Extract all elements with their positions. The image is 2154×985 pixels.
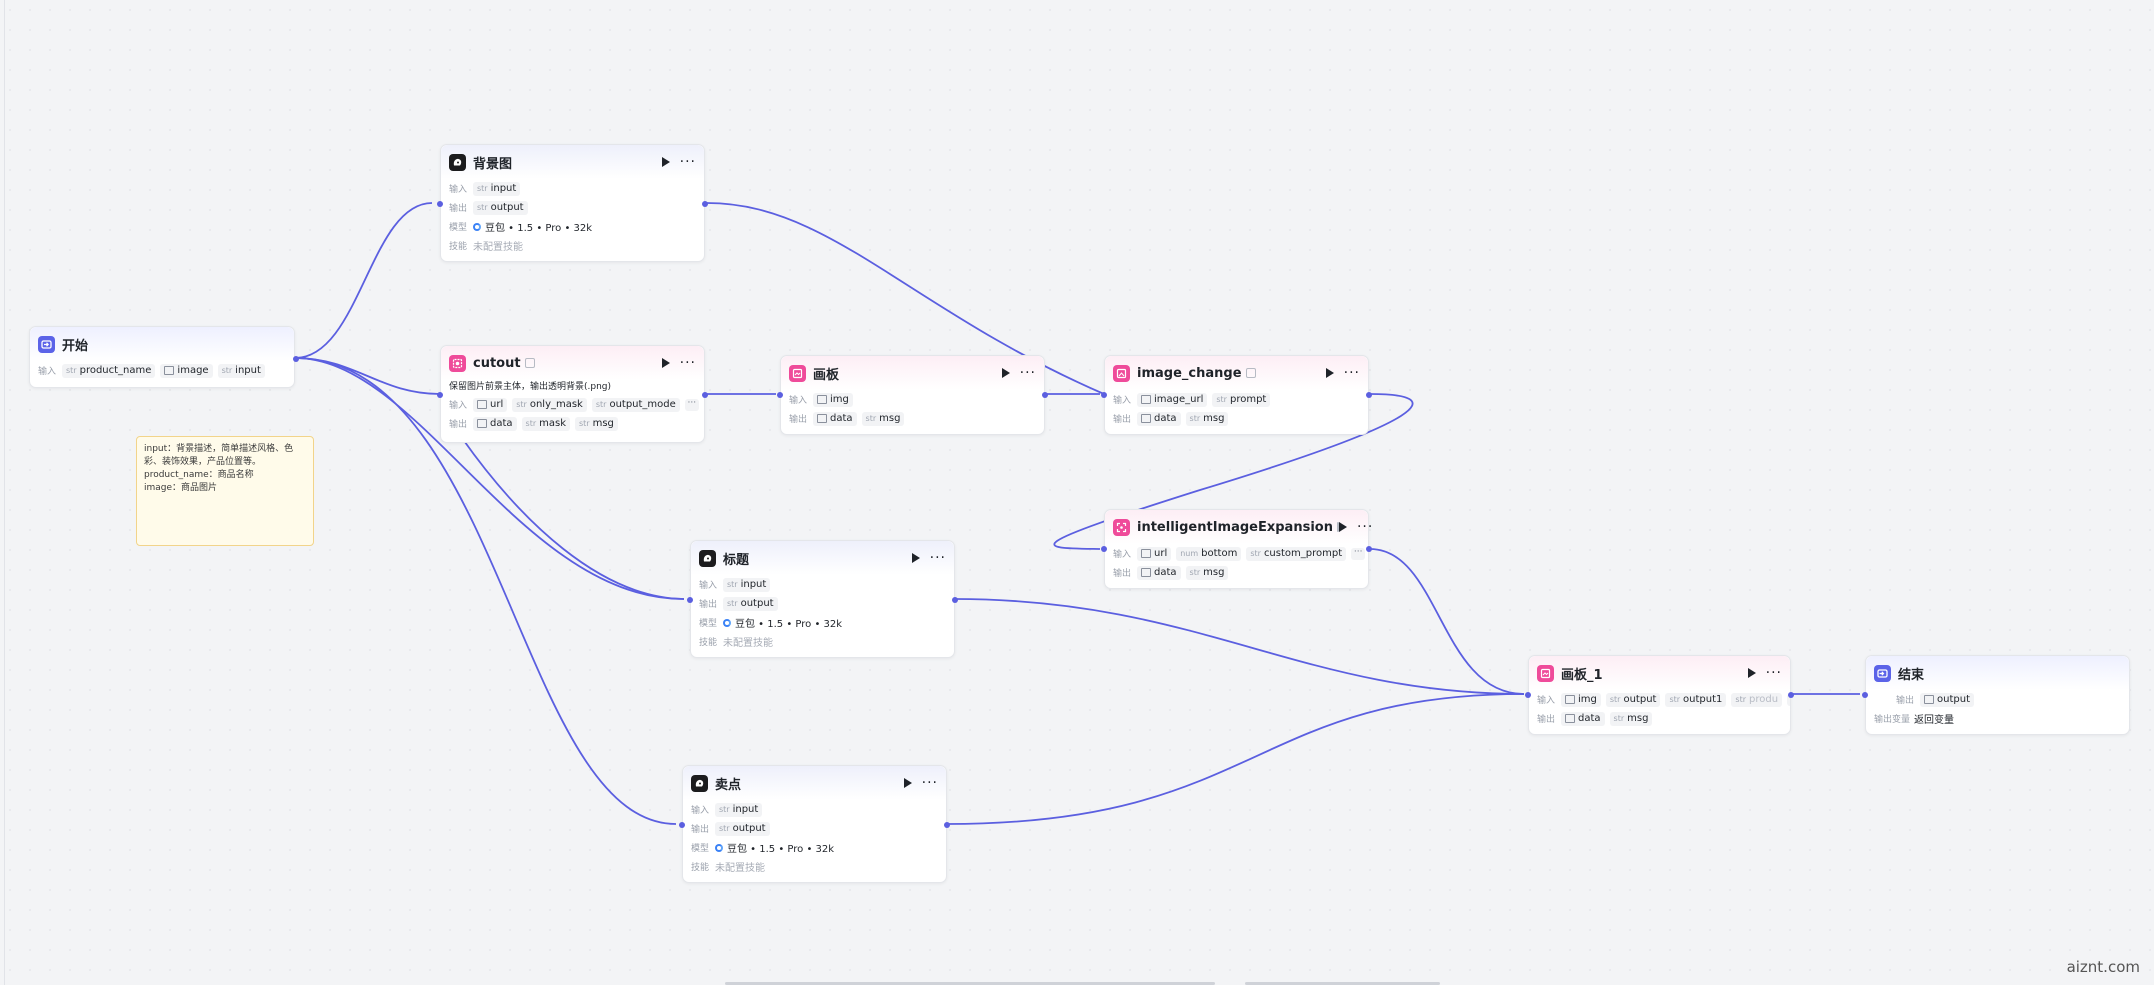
more-icon[interactable]: ··· xyxy=(679,154,696,170)
doubao-model-icon xyxy=(715,843,723,852)
output-port[interactable] xyxy=(944,822,950,828)
doc-icon[interactable] xyxy=(524,358,535,368)
horizontal-scrollbar[interactable] xyxy=(725,982,1215,985)
edge-start-bg[interactable] xyxy=(294,202,433,359)
board-icon xyxy=(1537,664,1554,682)
node-title: 卖点 xyxy=(715,777,742,793)
edge-headline-board1[interactable] xyxy=(954,598,1525,695)
node-title: intelligentImageExpansion xyxy=(1137,519,1333,535)
doc-icon[interactable] xyxy=(1245,368,1256,378)
more-inputs-icon[interactable]: ··· xyxy=(1351,547,1366,560)
input-port[interactable] xyxy=(1101,546,1107,552)
more-icon[interactable]: ··· xyxy=(1765,665,1782,681)
input-port[interactable] xyxy=(777,392,783,398)
llm-icon xyxy=(691,774,708,792)
output-port[interactable] xyxy=(1366,546,1372,552)
more-icon[interactable]: ··· xyxy=(921,775,938,791)
llm-icon xyxy=(699,549,716,567)
run-icon[interactable] xyxy=(911,553,920,563)
output-port[interactable] xyxy=(702,392,708,398)
output-port[interactable] xyxy=(293,356,299,362)
node-title: 开始 xyxy=(62,338,89,354)
doubao-model-icon xyxy=(473,222,481,231)
start-icon xyxy=(38,335,55,353)
node-end[interactable]: 结束 输出 output 输出变量返回变量 xyxy=(1862,655,2130,735)
input-port[interactable] xyxy=(687,597,693,603)
input-port[interactable] xyxy=(437,201,443,207)
output-port[interactable] xyxy=(1366,392,1372,398)
node-title: 背景图 xyxy=(473,156,513,172)
node-description: 保留图片前景主体，输出透明背景(.png) xyxy=(449,382,612,392)
input-port[interactable] xyxy=(1101,392,1107,398)
output-port[interactable] xyxy=(1042,392,1048,398)
image-type-icon xyxy=(164,366,175,375)
sticky-note[interactable]: input：背景描述，简单描述风格、色 彩、装饰效果，产品位置等。 produc… xyxy=(136,436,314,546)
doubao-model-icon xyxy=(723,618,731,627)
output-port[interactable] xyxy=(1788,692,1794,698)
var-tag: image xyxy=(160,363,213,378)
run-icon[interactable] xyxy=(1338,522,1347,532)
node-title: 结束 xyxy=(1898,667,1925,683)
input-port[interactable] xyxy=(679,822,685,828)
run-icon[interactable] xyxy=(903,778,912,788)
canvas-left-border xyxy=(4,0,5,985)
image-expansion-icon xyxy=(1113,518,1130,536)
edge-selling-board1[interactable] xyxy=(946,693,1525,825)
node-image-expansion-plugin[interactable]: intelligentImageExpansion ··· 输入 url num… xyxy=(1101,509,1372,589)
more-icon[interactable]: ··· xyxy=(1343,365,1360,381)
edge-cutout-headline[interactable] xyxy=(461,437,685,600)
run-icon[interactable] xyxy=(1001,368,1010,378)
more-icon[interactable]: ··· xyxy=(929,550,946,566)
llm-icon xyxy=(449,153,466,171)
more-icon[interactable]: ··· xyxy=(1019,365,1036,381)
more-icon[interactable]: ··· xyxy=(1356,519,1374,535)
run-icon[interactable] xyxy=(661,358,670,368)
node-title: 画板 xyxy=(813,367,840,383)
doc-icon[interactable] xyxy=(1336,522,1339,532)
node-cutout-plugin[interactable]: cutout ··· 保留图片前景主体，输出透明背景(.png) 输入 url … xyxy=(437,345,708,443)
node-title: 标题 xyxy=(723,552,750,568)
image-change-icon xyxy=(1113,364,1130,382)
edge-expansion-board1[interactable] xyxy=(1369,548,1525,695)
horizontal-scrollbar-secondary[interactable] xyxy=(1245,982,1440,985)
end-icon xyxy=(1874,664,1891,682)
output-port[interactable] xyxy=(702,201,708,207)
board-icon xyxy=(789,364,806,382)
edge-imagechange-expansion[interactable] xyxy=(1053,393,1414,550)
input-port[interactable] xyxy=(1862,692,1868,698)
output-port[interactable] xyxy=(952,597,958,603)
node-title: 画板_1 xyxy=(1561,667,1603,683)
run-icon[interactable] xyxy=(1325,368,1334,378)
edge-start-selling[interactable] xyxy=(294,357,677,825)
more-icon[interactable]: ··· xyxy=(679,355,696,371)
node-title: cutout xyxy=(473,355,521,371)
input-port[interactable] xyxy=(437,392,443,398)
edge-start-cutout[interactable] xyxy=(294,357,441,395)
edge-start-headline[interactable] xyxy=(294,357,685,600)
node-title: image_change xyxy=(1137,365,1242,381)
run-icon[interactable] xyxy=(661,157,670,167)
cutout-plugin-icon xyxy=(449,354,466,372)
run-icon[interactable] xyxy=(1747,668,1756,678)
input-port[interactable] xyxy=(1525,692,1531,698)
watermark: aiznt.com xyxy=(2066,958,2140,976)
more-inputs-icon[interactable]: ··· xyxy=(684,398,699,411)
